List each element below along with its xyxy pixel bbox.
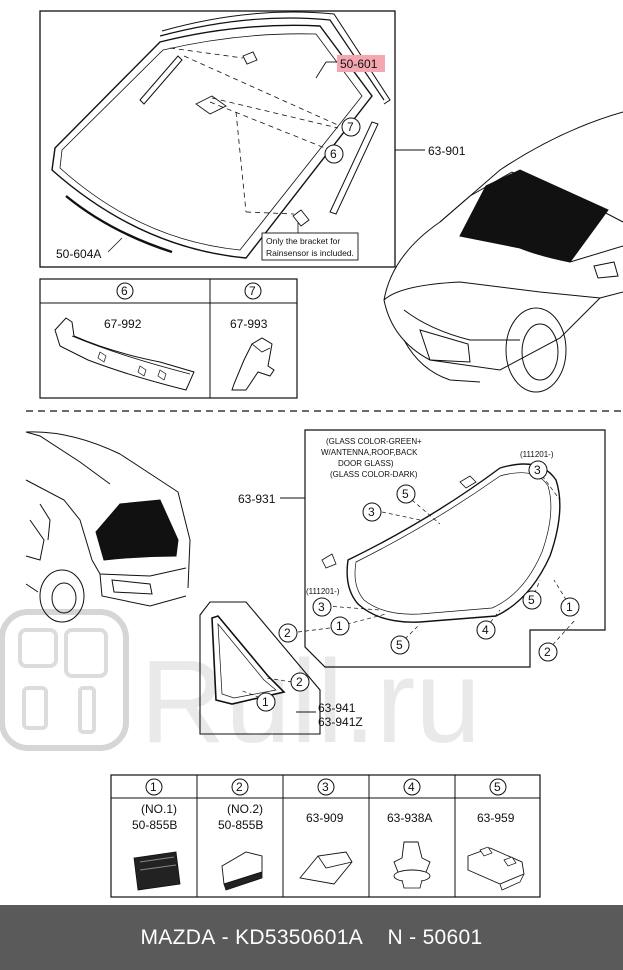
- quarter-glass-panel: 1 2 63-941 63-941Z: [199, 601, 363, 735]
- code-left: (111201-): [306, 587, 340, 596]
- table-4-line1: 63-938A: [387, 811, 432, 825]
- table-1-line2: 50-855B: [132, 818, 177, 832]
- footer-brand: MAZDA: [140, 925, 216, 949]
- glass-circle-2b: 2: [544, 645, 551, 659]
- items-6-7-panel: 6 7 67-992 67-993: [39, 278, 298, 399]
- note-bracket-1: Only the bracket for: [266, 236, 340, 246]
- watermark-text: Rull.ru: [140, 636, 481, 768]
- part-67-992: 67-992: [104, 317, 142, 331]
- table-1-line1: (NO.1): [141, 802, 177, 816]
- footer-bar: MAZDA - KD5350601A N - 50601: [0, 905, 623, 970]
- table-5-line1: 63-959: [477, 811, 515, 825]
- note-glass-3: DOOR GLASS): [338, 459, 394, 468]
- footer-sep1: -: [215, 925, 236, 949]
- note-glass-4: (GLASS COLOR-DARK): [330, 470, 418, 479]
- table-num-4: 4: [408, 780, 415, 794]
- callout-50-604a: 50-604A: [56, 247, 101, 261]
- back-glass-panel: 63-931 (GLASS COLOR-GREEN+ W/ANTENNA,ROO…: [238, 429, 606, 668]
- table-num-3: 3: [322, 780, 329, 794]
- circle-6: 6: [330, 147, 337, 161]
- panel-circle-7: 7: [249, 284, 256, 298]
- glass-circle-3c: 3: [318, 600, 325, 614]
- car-rear-illustration: [25, 431, 191, 623]
- table-2-line2: 50-855B: [218, 818, 263, 832]
- note-bracket-2: Rainsensor is included.: [266, 248, 354, 258]
- car-front-illustration: [383, 111, 623, 393]
- circle-7: 7: [347, 120, 354, 134]
- table-num-2: 2: [236, 780, 243, 794]
- footer-part-number: KD5350601A: [235, 925, 363, 949]
- glass-circle-1a: 1: [336, 619, 343, 633]
- callout-63-941: 63-941: [318, 701, 356, 715]
- panel-circle-6: 6: [121, 284, 128, 298]
- table-num-5: 5: [494, 780, 501, 794]
- quarter-circle-1: 1: [262, 695, 269, 709]
- glass-circle-4: 4: [482, 623, 489, 637]
- parts-diagram: Rull.ru 50-601: [0, 10, 623, 898]
- callout-63-901: 63-901: [428, 144, 466, 158]
- code-right: (111201-): [520, 450, 554, 459]
- glass-circle-3a: 3: [368, 505, 375, 519]
- table-2-line1: (NO.2): [227, 802, 263, 816]
- callout-63-931: 63-931: [238, 492, 276, 506]
- table-3-line1: 63-909: [306, 811, 344, 825]
- note-glass-2: W/ANTENNA,ROOF,BACK: [321, 448, 418, 457]
- table-num-1: 1: [150, 780, 157, 794]
- callout-63-941z: 63-941Z: [318, 715, 363, 729]
- glass-circle-5c: 5: [528, 593, 535, 607]
- glass-circle-3b: 3: [534, 463, 541, 477]
- glass-circle-1b: 1: [566, 600, 573, 614]
- glass-circle-5a: 5: [402, 487, 409, 501]
- part-67-993: 67-993: [230, 317, 268, 331]
- fasteners-table: 1 (NO.1) 50-855B 2 (NO.2) 50-855B 3 63-9…: [110, 774, 541, 898]
- windshield-panel: 50-601 7 6 Only the bracket for Rainsens…: [39, 10, 396, 268]
- footer-sep2: [363, 926, 388, 950]
- glass-circle-5b: 5: [396, 638, 403, 652]
- callout-50-601: 50-601: [340, 57, 378, 71]
- quarter-circle-2: 2: [296, 675, 303, 689]
- note-glass-1: (GLASS COLOR-GREEN+: [326, 437, 422, 446]
- glass-circle-2a: 2: [284, 626, 291, 640]
- watermark: Rull.ru: [0, 609, 481, 768]
- footer-reference: N - 50601: [387, 925, 483, 949]
